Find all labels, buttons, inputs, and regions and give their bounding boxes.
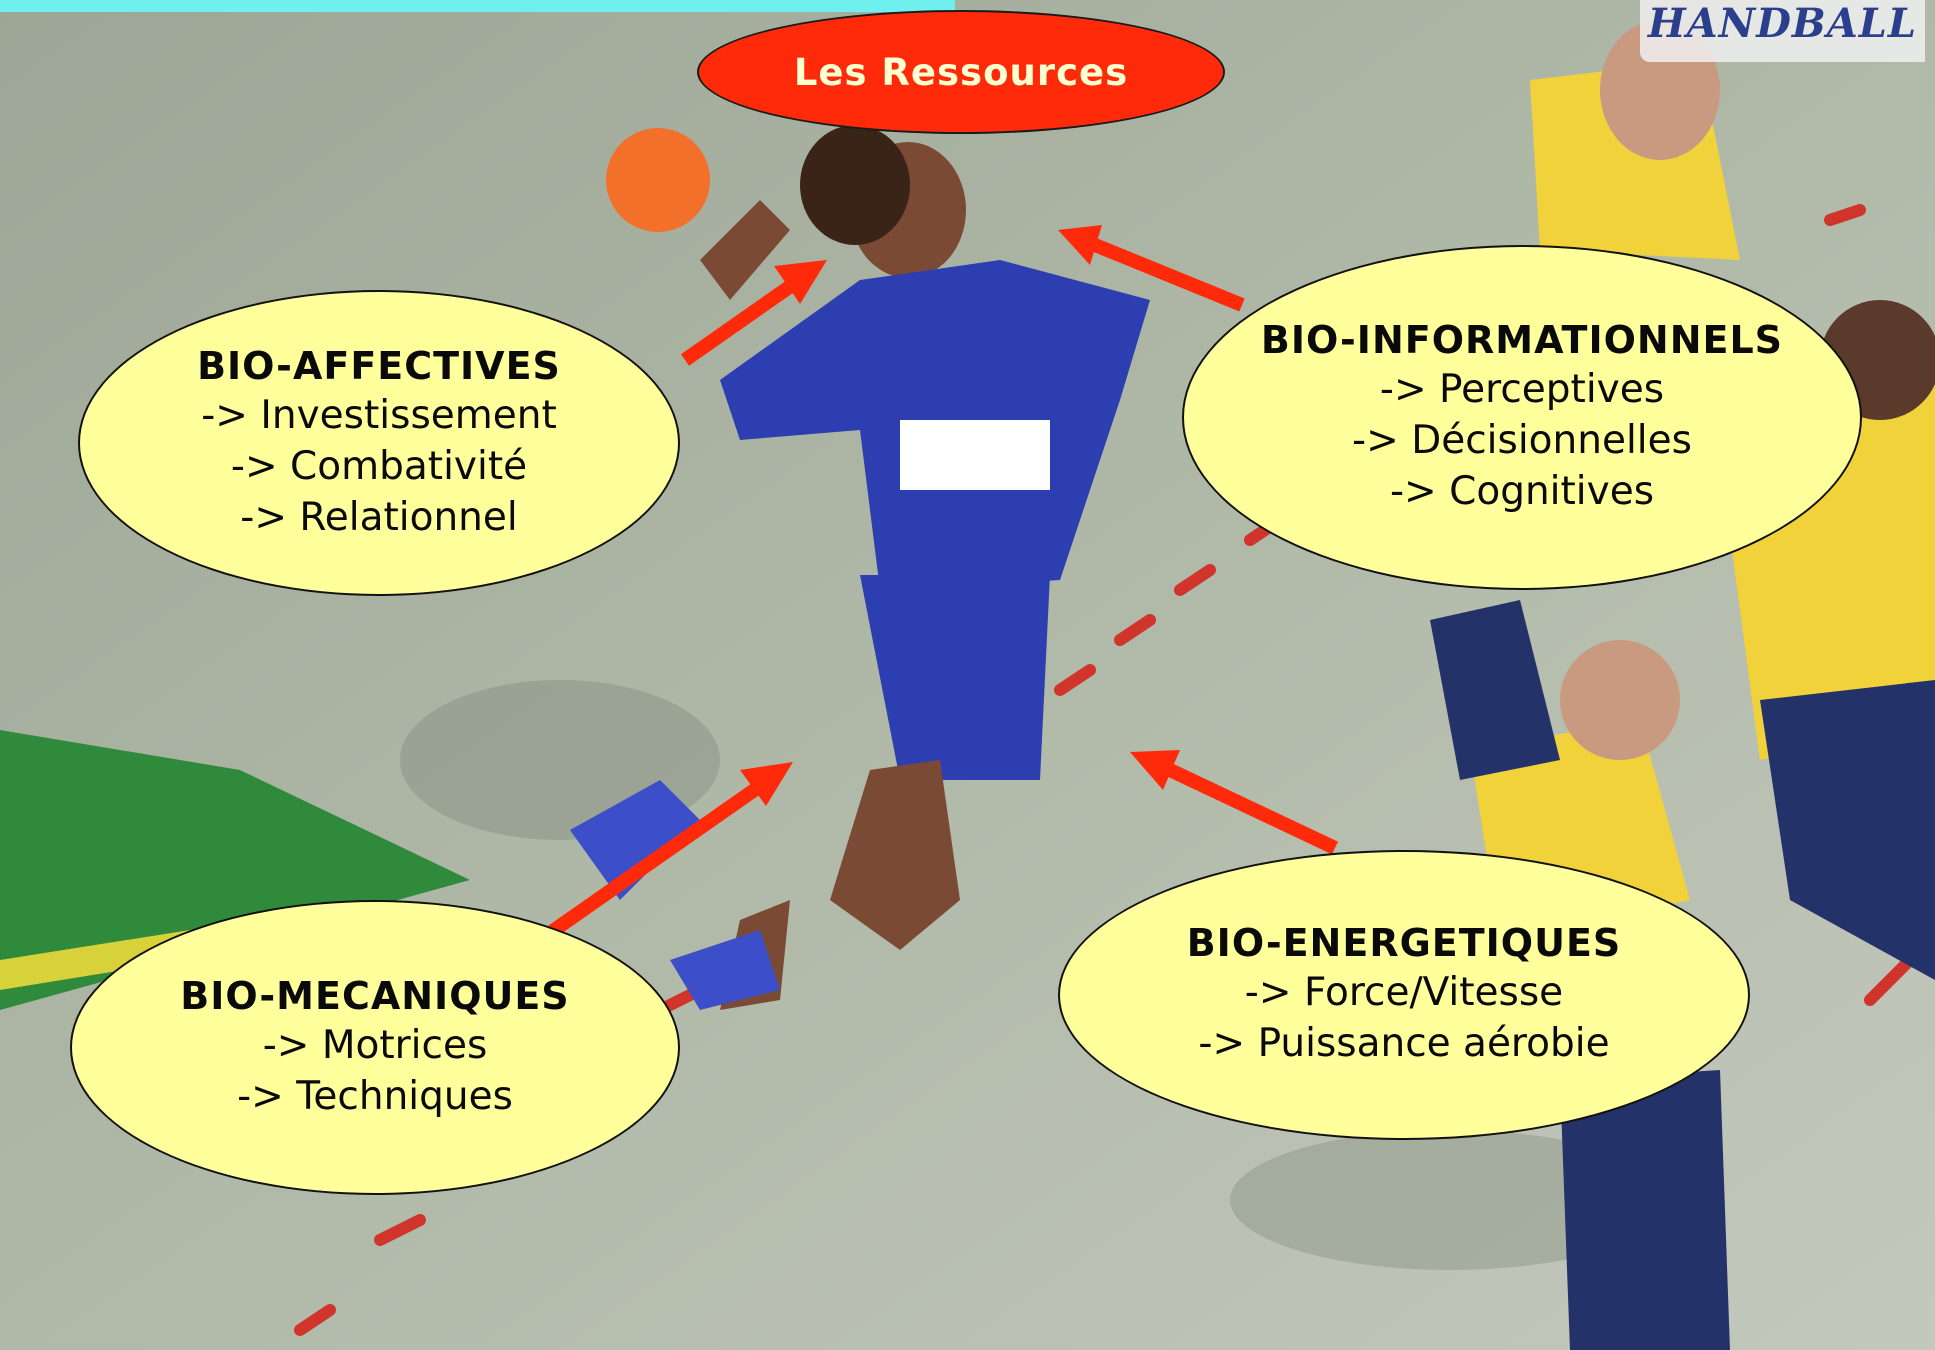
bubble-item: -> Décisionnelles [1352,418,1692,463]
title-oval: Les Ressources [697,10,1225,134]
bubble-bio-mecaniques: BIO-MECANIQUES -> Motrices -> Techniques [70,900,680,1195]
bubble-bio-energetiques: BIO-ENERGETIQUES -> Force/Vitesse -> Pui… [1058,850,1750,1140]
bubble-item: -> Force/Vitesse [1244,970,1564,1015]
handball-ball [606,128,710,232]
bubble-item: -> Investissement [201,392,557,438]
title-text: Les Ressources [793,50,1129,94]
bubble-item: -> Combativité [230,443,528,489]
bubble-item: -> Puissance aérobie [1198,1021,1610,1066]
player-shadow [1230,1130,1670,1270]
arrow-meca [535,762,793,946]
arrow-affect [680,260,827,366]
court-dashed-line [294,204,1916,1336]
accent-bar [0,0,955,12]
players-yellow [1430,20,1935,1350]
bubble-bio-informationnels: BIO-INFORMATIONNELS -> Perceptives -> Dé… [1182,245,1862,590]
bubble-heading: BIO-AFFECTIVES [197,343,561,388]
bubble-heading: BIO-ENERGETIQUES [1186,921,1622,965]
bubble-item: -> Techniques [237,1073,513,1119]
ffhandball-logo: HANDBALL [1639,0,1925,62]
bubble-item: -> Perceptives [1379,367,1665,412]
arrow-energ [1130,750,1338,855]
bubble-heading: BIO-MECANIQUES [180,973,570,1018]
bubble-item: -> Cognitives [1389,469,1655,514]
arrow-info [1058,225,1245,312]
bubble-heading: BIO-INFORMATIONNELS [1260,318,1784,362]
player-blue [570,125,1150,1010]
court-green-area [0,730,470,1010]
bubble-item: -> Relationnel [240,494,518,540]
bubble-item: -> Motrices [262,1022,488,1068]
arrows [535,225,1338,946]
bubble-bio-affectives: BIO-AFFECTIVES -> Investissement -> Comb… [78,290,680,596]
